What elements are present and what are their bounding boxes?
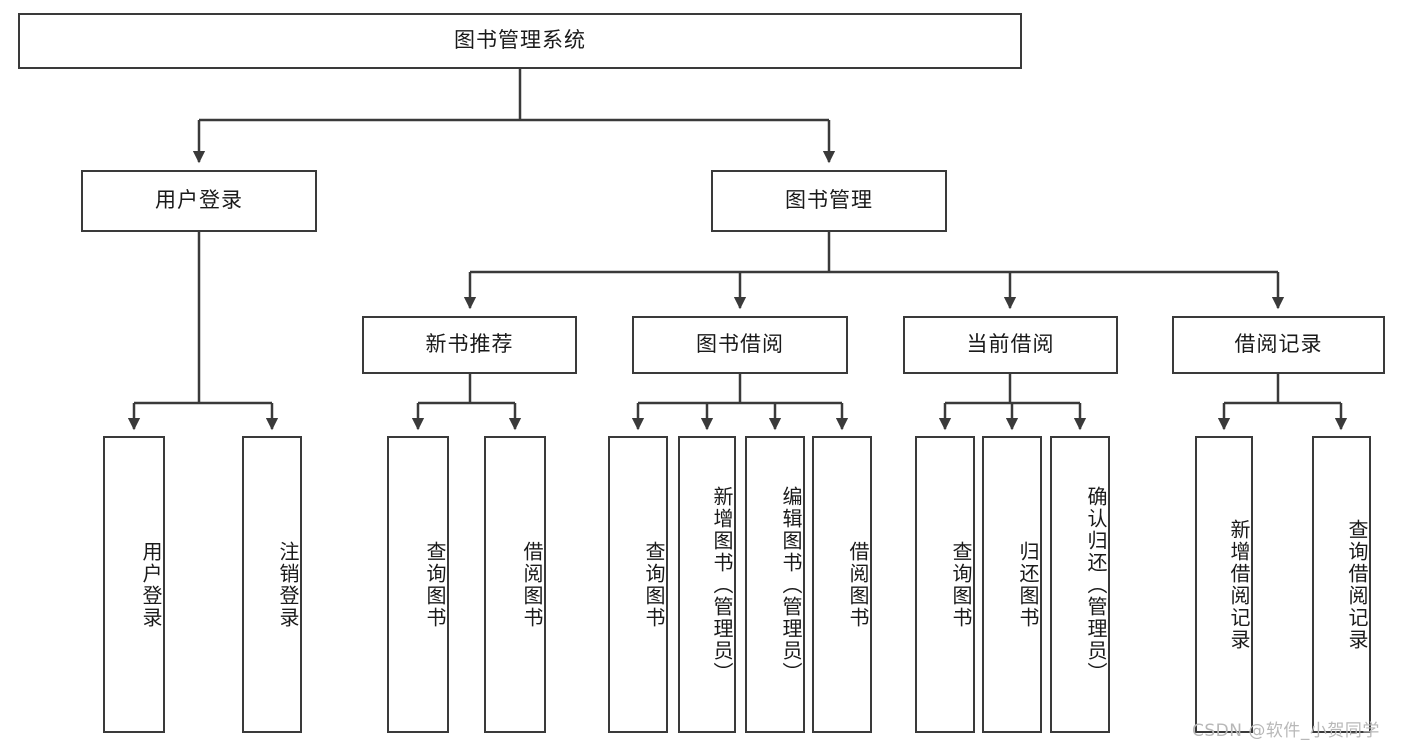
leaf-rec-query-book[interactable]: 查询图书 <box>387 436 449 733</box>
node-label: 借阅记录 <box>1234 332 1323 357</box>
leaf-cb-query-book[interactable]: 查询图书 <box>915 436 975 733</box>
node-label: 新增借阅记录 <box>1227 518 1251 651</box>
leaf-rec-borrow-book[interactable]: 借阅图书 <box>484 436 546 733</box>
watermark-text: CSDN @软件_小贺同学 <box>1192 721 1380 741</box>
node-label: 新增图书（管理员） <box>710 485 734 684</box>
leaf-bb-add-book-admin[interactable]: 新增图书（管理员） <box>678 436 736 733</box>
node-label: 查询借阅记录 <box>1345 518 1369 651</box>
node-label: 查询图书 <box>642 540 666 629</box>
node-user-login[interactable]: 用户登录 <box>81 170 317 232</box>
node-book-borrow[interactable]: 图书借阅 <box>632 316 848 374</box>
leaf-bb-borrow-book[interactable]: 借阅图书 <box>812 436 872 733</box>
node-borrow-record[interactable]: 借阅记录 <box>1172 316 1385 374</box>
leaf-cb-return-book[interactable]: 归还图书 <box>982 436 1042 733</box>
leaf-bb-edit-book-admin[interactable]: 编辑图书（管理员） <box>745 436 805 733</box>
leaf-logout[interactable]: 注销登录 <box>242 436 302 733</box>
node-root-system[interactable]: 图书管理系统 <box>18 13 1022 69</box>
node-label: 图书管理 <box>785 188 873 213</box>
leaf-bb-query-book[interactable]: 查询图书 <box>608 436 668 733</box>
node-label: 借阅图书 <box>520 540 544 629</box>
node-label: 用户登录 <box>139 540 163 629</box>
leaf-cb-confirm-return-admin[interactable]: 确认归还（管理员） <box>1050 436 1110 733</box>
node-label: 图书借阅 <box>696 332 784 357</box>
node-label: 借阅图书 <box>846 540 870 629</box>
node-label: 编辑图书（管理员） <box>779 485 803 684</box>
node-label: 新书推荐 <box>425 332 514 357</box>
node-label: 当前借阅 <box>966 332 1055 357</box>
node-book-manage[interactable]: 图书管理 <box>711 170 947 232</box>
leaf-br-add-record[interactable]: 新增借阅记录 <box>1195 436 1253 733</box>
node-label: 确认归还（管理员） <box>1084 485 1108 684</box>
node-label: 注销登录 <box>276 540 300 629</box>
node-new-book-rec[interactable]: 新书推荐 <box>362 316 577 374</box>
node-label: 归还图书 <box>1016 540 1040 629</box>
node-current-borrow[interactable]: 当前借阅 <box>903 316 1118 374</box>
node-label: 查询图书 <box>423 540 447 629</box>
leaf-br-query-record[interactable]: 查询借阅记录 <box>1312 436 1371 733</box>
node-label: 用户登录 <box>155 188 243 213</box>
leaf-user-login[interactable]: 用户登录 <box>103 436 165 733</box>
node-label: 图书管理系统 <box>454 28 586 53</box>
node-label: 查询图书 <box>949 540 973 629</box>
